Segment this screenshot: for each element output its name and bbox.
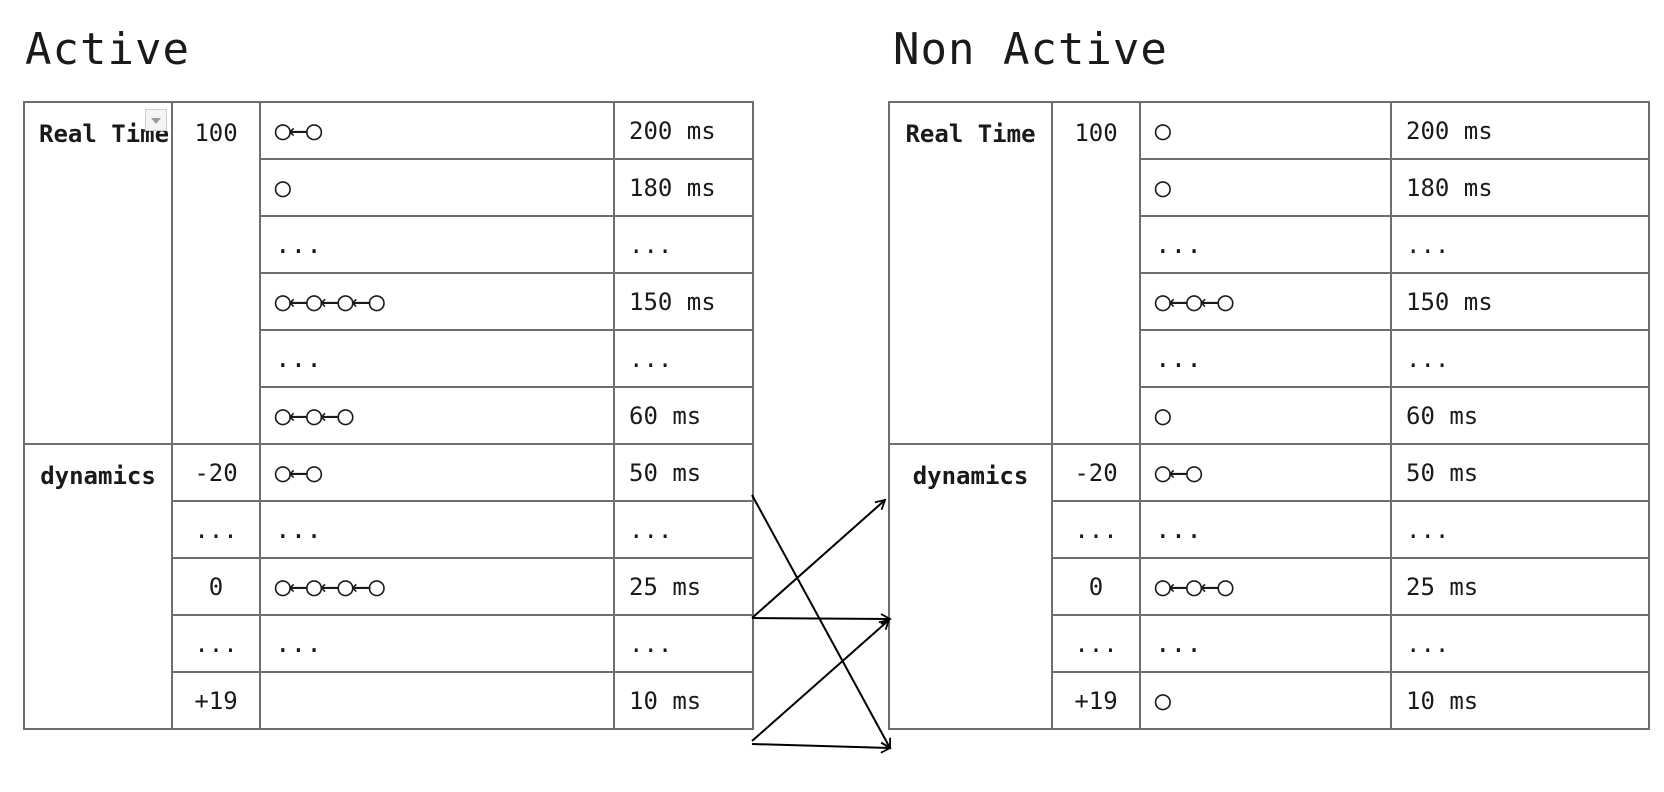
table-row: 0 ◯⟵◯⟵◯ 25 ms bbox=[889, 557, 1650, 616]
queue-cell: ... bbox=[1139, 614, 1392, 673]
table-row: +19 10 ms bbox=[24, 671, 754, 730]
non-active-queue-table: Real Time 100 ◯ 200 ms ◯ 180 ms ... ... … bbox=[888, 101, 1650, 730]
table-row: ... ... ... bbox=[24, 614, 754, 673]
table-row: ... ... ... bbox=[889, 500, 1650, 559]
queue-cell: ◯⟵◯ bbox=[259, 101, 615, 160]
priority-cell: +19 bbox=[1051, 671, 1141, 730]
realtime-class-cell: Real Time bbox=[888, 101, 1053, 445]
queue-cell: ◯ bbox=[1139, 158, 1392, 217]
table-row: Real Time 100 ◯⟵◯ 200 ms bbox=[23, 101, 754, 445]
timeslice-cell: ... bbox=[613, 329, 754, 388]
table-row: dynamics -20 ◯⟵◯ 50 ms bbox=[888, 443, 1650, 730]
queue-cell: ◯ bbox=[1139, 671, 1392, 730]
arrow-10ms-to-25ms bbox=[751, 618, 891, 742]
timeslice-cell: ... bbox=[1390, 500, 1650, 559]
arrow-10ms-to-10ms bbox=[751, 741, 892, 754]
realtime-priority-cell: 100 bbox=[171, 101, 261, 445]
table-row: +19 ◯ 10 ms bbox=[889, 671, 1650, 730]
dynamic-class-cell: dynamics bbox=[23, 443, 173, 730]
priority-cell: ... bbox=[171, 614, 261, 673]
active-queue-table: Real Time 100 ◯⟵◯ 200 ms ◯ 180 ms ... ..… bbox=[23, 101, 754, 730]
table-row: ... ... bbox=[889, 215, 1650, 274]
timeslice-cell: 10 ms bbox=[1390, 671, 1650, 730]
priority-cell: +19 bbox=[171, 671, 261, 730]
table-row: ◯⟵◯⟵◯⟵◯ 150 ms bbox=[24, 272, 754, 331]
queue-cell: ◯⟵◯ bbox=[1139, 443, 1392, 502]
timeslice-cell: 180 ms bbox=[613, 158, 754, 217]
realtime-label: Real Time bbox=[905, 120, 1036, 148]
queue-cell: ... bbox=[1139, 215, 1392, 274]
table-row: ◯⟵◯⟵◯ 150 ms bbox=[889, 272, 1650, 331]
dynamic-class-cell: dynamics bbox=[888, 443, 1053, 730]
timeslice-cell: 25 ms bbox=[613, 557, 754, 616]
table-row: ... ... ... bbox=[24, 500, 754, 559]
timeslice-cell: 50 ms bbox=[613, 443, 754, 502]
arrow-50ms-to-10ms bbox=[751, 494, 891, 750]
timeslice-cell: ... bbox=[1390, 614, 1650, 673]
timeslice-cell: 180 ms bbox=[1390, 158, 1650, 217]
queue-cell: ◯ bbox=[259, 158, 615, 217]
timeslice-cell: ... bbox=[1390, 329, 1650, 388]
queue-cell: ... bbox=[1139, 329, 1392, 388]
priority-cell: 0 bbox=[1051, 557, 1141, 616]
timeslice-cell: 10 ms bbox=[613, 671, 754, 730]
realtime-class-cell: Real Time bbox=[23, 101, 173, 445]
timeslice-cell: 200 ms bbox=[1390, 101, 1650, 160]
priority-cell: -20 bbox=[1051, 443, 1141, 502]
queue-cell: ... bbox=[259, 215, 615, 274]
queue-cell: ... bbox=[259, 329, 615, 388]
non-active-title: Non Active bbox=[893, 24, 1168, 75]
table-row: ◯ 60 ms bbox=[889, 386, 1650, 445]
priority-cell: ... bbox=[171, 500, 261, 559]
priority-cell: -20 bbox=[171, 443, 261, 502]
queue-cell: ◯ bbox=[1139, 386, 1392, 445]
dropdown-arrow-icon[interactable] bbox=[145, 109, 167, 131]
table-row: ◯ 180 ms bbox=[24, 158, 754, 217]
queue-cell: ◯⟵◯⟵◯ bbox=[259, 386, 615, 445]
queue-cell bbox=[259, 671, 615, 730]
priority-cell: ... bbox=[1051, 614, 1141, 673]
table-row: dynamics -20 ◯⟵◯ 50 ms bbox=[23, 443, 754, 730]
table-row: ... ... bbox=[889, 329, 1650, 388]
timeslice-cell: ... bbox=[1390, 215, 1650, 274]
timeslice-cell: 200 ms bbox=[613, 101, 754, 160]
priority-cell: 0 bbox=[171, 557, 261, 616]
table-row: ◯⟵◯⟵◯ 60 ms bbox=[24, 386, 754, 445]
timeslice-cell: ... bbox=[613, 614, 754, 673]
queue-cell: ... bbox=[1139, 500, 1392, 559]
timeslice-cell: 150 ms bbox=[1390, 272, 1650, 331]
timeslice-cell: 60 ms bbox=[613, 386, 754, 445]
timeslice-cell: ... bbox=[613, 215, 754, 274]
queue-cell: ◯ bbox=[1139, 101, 1392, 160]
queue-cell: ◯⟵◯⟵◯ bbox=[1139, 557, 1392, 616]
queue-cell: ◯⟵◯⟵◯⟵◯ bbox=[259, 272, 615, 331]
timeslice-cell: 150 ms bbox=[613, 272, 754, 331]
realtime-priority-cell: 100 bbox=[1051, 101, 1141, 445]
table-row: Real Time 100 ◯ 200 ms bbox=[888, 101, 1650, 445]
queue-cell: ◯⟵◯⟵◯ bbox=[1139, 272, 1392, 331]
timeslice-cell: 60 ms bbox=[1390, 386, 1650, 445]
timeslice-cell: 50 ms bbox=[1390, 443, 1650, 502]
queue-cell: ... bbox=[259, 500, 615, 559]
timeslice-cell: 25 ms bbox=[1390, 557, 1650, 616]
dynamic-label: dynamics bbox=[912, 462, 1029, 490]
queue-cell: ◯⟵◯⟵◯⟵◯ bbox=[259, 557, 615, 616]
table-row: ... ... bbox=[24, 329, 754, 388]
active-title: Active bbox=[25, 24, 190, 75]
priority-cell: ... bbox=[1051, 500, 1141, 559]
queue-cell: ◯⟵◯ bbox=[259, 443, 615, 502]
table-row: ... ... ... bbox=[889, 614, 1650, 673]
queue-cell: ... bbox=[259, 614, 615, 673]
arrow-25ms-to-50ms bbox=[751, 498, 887, 619]
table-row: ◯ 180 ms bbox=[889, 158, 1650, 217]
table-row: ... ... bbox=[24, 215, 754, 274]
dynamic-label: dynamics bbox=[40, 462, 156, 490]
arrow-25ms-to-25ms bbox=[751, 613, 892, 625]
table-row: 0 ◯⟵◯⟵◯⟵◯ 25 ms bbox=[24, 557, 754, 616]
timeslice-cell: ... bbox=[613, 500, 754, 559]
